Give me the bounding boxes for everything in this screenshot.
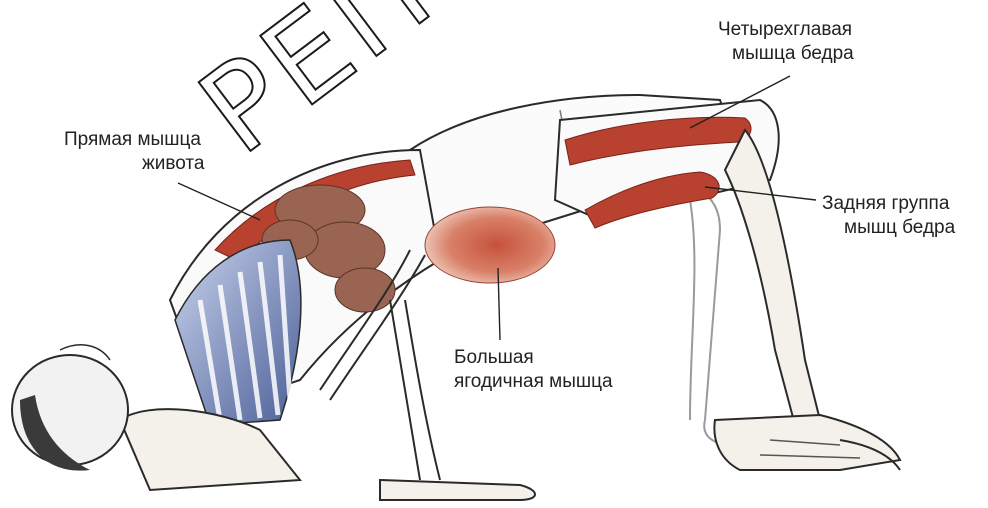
label-hamstrings: Задняя группа мышц бедра <box>822 192 955 240</box>
label-rectus-abdominis-line1: Прямая мышца <box>64 128 204 152</box>
feet <box>714 415 900 470</box>
label-rectus-abdominis-line2: живота <box>64 152 204 176</box>
label-gluteus-maximus-line2: ягодичная мышца <box>454 370 613 394</box>
label-hamstrings-line1: Задняя группа <box>822 192 955 216</box>
label-gluteus-maximus-line1: Большая <box>454 346 613 370</box>
label-rectus-abdominis: Прямая мышца живота <box>64 128 204 176</box>
gluteus-maximus-muscle <box>425 207 555 283</box>
label-quadriceps: Четырехглавая мышца бедра <box>718 18 854 66</box>
label-quadriceps-line2: мышца бедра <box>718 42 854 66</box>
label-gluteus-maximus: Большая ягодичная мышца <box>454 346 613 394</box>
leader-rectus-abdominis <box>178 183 260 220</box>
far-leg <box>640 175 760 446</box>
head <box>12 345 128 471</box>
label-quadriceps-line1: Четырехглавая <box>718 18 854 42</box>
label-hamstrings-line2: мышц бедра <box>822 216 955 240</box>
